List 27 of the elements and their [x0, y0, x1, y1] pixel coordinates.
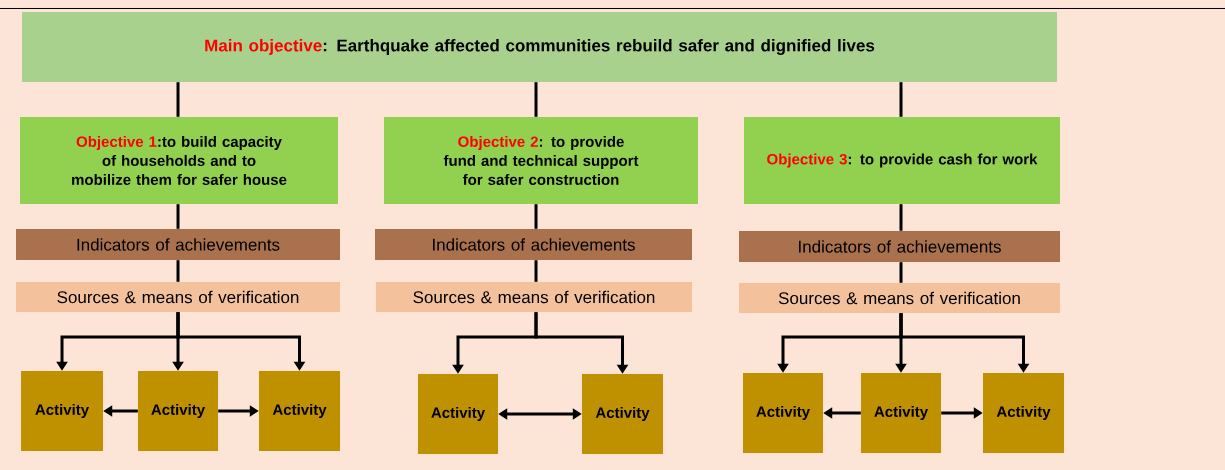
activity-box: Activity [983, 373, 1064, 453]
activity-box: Activity [138, 371, 218, 451]
activity-box: Activity [418, 374, 498, 454]
activity-box: Activity [259, 371, 340, 451]
connector-line [176, 204, 180, 229]
indicator-band: Indicators of achievements [739, 231, 1060, 262]
connector-line [899, 82, 903, 117]
connector-line [176, 260, 180, 282]
indicator-band: Indicators of achievements [16, 229, 340, 260]
connector-line [176, 82, 180, 117]
verification-band: Sources & means of verification [16, 282, 340, 312]
connector-line [534, 82, 538, 117]
objective-box: Objective 1:to build capacity of households and to mobilize them for safer house [20, 117, 338, 204]
connector-line [534, 260, 538, 282]
connector-line [899, 262, 903, 283]
activity-box: Activity [743, 373, 823, 453]
activity-box: Activity [861, 373, 941, 453]
objective-box: Objective 2: to provide fund and technical support for safer construction [384, 117, 698, 204]
verification-band: Sources & means of verification [739, 283, 1060, 313]
main-objective-banner: Main objective: Earthquake affected communities rebuild safer and dignified lives [22, 12, 1057, 82]
connector-line [534, 204, 538, 229]
connector-line [899, 204, 903, 231]
verification-band: Sources & means of verification [376, 282, 692, 312]
activity-box: Activity [582, 374, 663, 454]
indicator-band: Indicators of achievements [375, 229, 692, 260]
objective-box: Objective 3: to provide cash for work [744, 117, 1060, 204]
activity-box: Activity [21, 371, 103, 451]
